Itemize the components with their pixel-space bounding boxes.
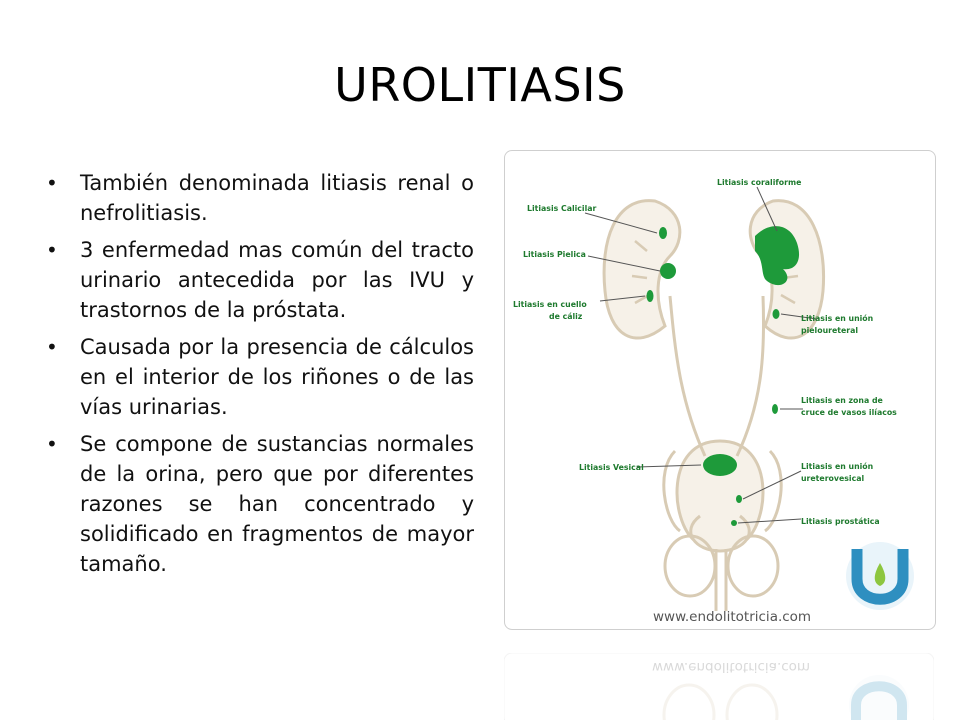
bullet-item: • 3 enfermedad mas común del tracto urina… — [46, 235, 474, 325]
bullet-list: • También denominada litiasis renal o nef… — [46, 168, 474, 586]
bullet-text: 3 enfermedad mas común del tracto urinar… — [80, 238, 474, 322]
label-cuello-2: de cáliz — [549, 312, 583, 321]
label-union-pielo-1: Litiasis en unión — [801, 314, 873, 323]
bullet-dot: • — [46, 432, 58, 456]
label-coraliforme: Litiasis coraliforme — [717, 178, 801, 187]
website-url: www.endolitotricia.com — [653, 609, 811, 625]
left-ureter — [668, 295, 707, 457]
urinary-tract-figure: Litiasis coraliforme Litiasis Calicilar … — [504, 150, 936, 630]
stone-cruce — [772, 404, 778, 414]
website-url-reflection: www.endolitotricia.com — [652, 659, 810, 675]
bullet-item: • Se compone de sustancias normales de la… — [46, 429, 474, 579]
bullet-text: También denominada litiasis renal o nefr… — [80, 171, 474, 225]
stone-pielica — [660, 263, 676, 279]
figure-reflection: www.endolitotricia.com — [504, 648, 934, 720]
label-union-pielo-2: pieloureteral — [801, 326, 858, 335]
label-pielica: Litiasis Pielica — [523, 250, 586, 259]
bullet-text: Se compone de sustancias normales de la … — [80, 432, 474, 576]
stone-prostatica — [731, 520, 737, 526]
urethra — [714, 549, 728, 611]
bullet-dot: • — [46, 238, 58, 262]
endolitotricia-logo — [846, 542, 914, 610]
bullet-text: Causada por la presencia de cálculos en … — [80, 335, 474, 419]
bullet-dot: • — [46, 335, 58, 359]
urinary-tract-diagram: Litiasis coraliforme Litiasis Calicilar … — [513, 178, 914, 625]
label-vesical: Litiasis Vesical — [579, 463, 644, 472]
stone-pieloureteral — [772, 309, 780, 319]
reflection-inner: www.endolitotricia.com — [504, 648, 934, 720]
stone-vesical — [703, 454, 737, 476]
prostate — [689, 514, 751, 553]
bullet-item: • Causada por la presencia de cálculos en… — [46, 332, 474, 422]
reflection-svg: www.endolitotricia.com — [504, 652, 934, 720]
label-calicilar: Litiasis Calicilar — [527, 204, 597, 213]
stone-calicilar — [659, 227, 667, 239]
bullet-dot: • — [46, 171, 58, 195]
stone-ureterovesical — [736, 495, 742, 503]
stone-coraliforme — [755, 226, 800, 286]
label-cuello-1: Litiasis en cuello — [513, 300, 587, 309]
slide-title: UROLITIASIS — [334, 58, 626, 112]
label-union-uretero-1: Litiasis en unión — [801, 462, 873, 471]
label-cruce-2: cruce de vasos ilíacos — [801, 408, 897, 417]
right-testis — [726, 534, 780, 598]
right-ureter — [735, 295, 766, 457]
label-prostatica: Litiasis prostática — [801, 517, 880, 526]
label-cruce-1: Litiasis en zona de — [801, 396, 883, 405]
left-testis — [663, 534, 717, 598]
pelvis-outline — [662, 449, 783, 533]
label-union-uretero-2: ureterovesical — [801, 474, 864, 483]
stone-cuello — [646, 290, 654, 302]
bullet-item: • También denominada litiasis renal o nef… — [46, 168, 474, 228]
